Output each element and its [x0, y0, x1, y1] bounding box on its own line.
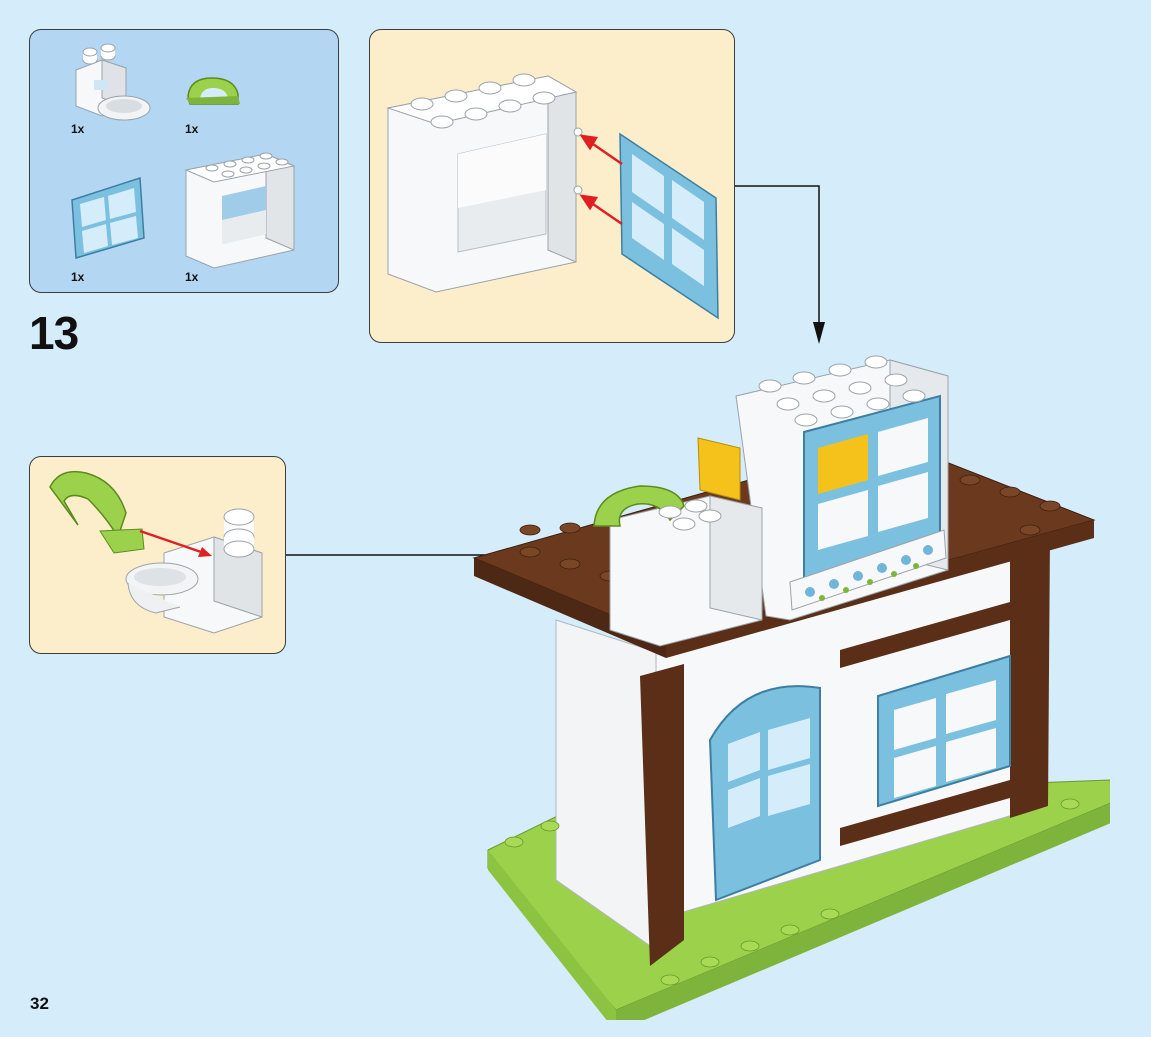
wall-frame-icon [184, 152, 296, 269]
step-number: 13 [29, 307, 79, 359]
part-window-frame-quantity: 1x [71, 270, 85, 284]
callout-window-assembly [369, 29, 735, 343]
house-model-illustration [472, 355, 1119, 1032]
part-window-frame [68, 172, 178, 282]
part-toilet-seat [180, 70, 290, 180]
callout-toilet-assembly [29, 456, 286, 654]
part-washbasin [64, 42, 174, 152]
window-assembly-illustration [386, 73, 719, 320]
washbasin-icon [75, 43, 151, 121]
page-number: 32 [30, 994, 49, 1013]
toilet-assembly-illustration [49, 470, 263, 634]
parts-list-panel: 1x 1x 1x [29, 29, 339, 293]
assembled-house-model [470, 320, 1119, 1032]
part-wall-frame-quantity: 1x [185, 270, 199, 284]
part-toilet-seat-quantity: 1x [185, 122, 199, 136]
part-washbasin-quantity: 1x [71, 122, 85, 136]
window-frame-icon [71, 176, 145, 259]
toilet-seat-icon [186, 77, 240, 105]
part-wall-frame [182, 130, 296, 269]
